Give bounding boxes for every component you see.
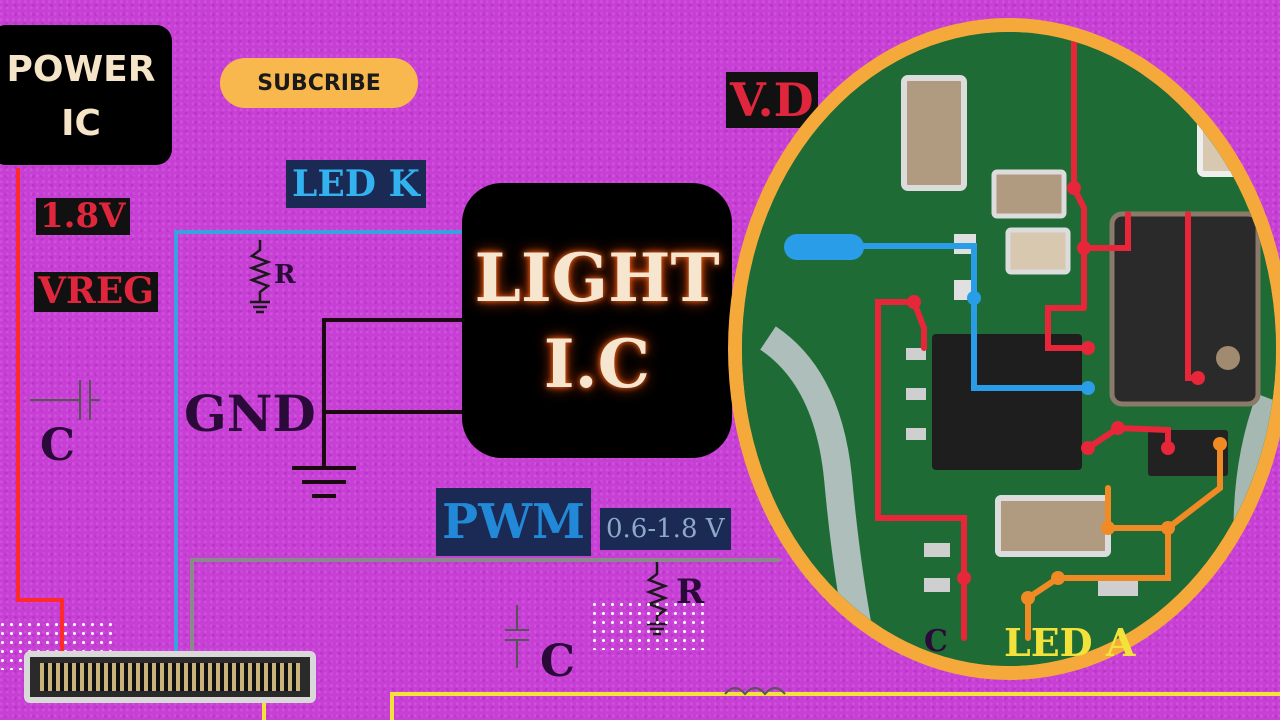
ground-icon (292, 466, 356, 498)
pcb-zoom-svg (742, 32, 1276, 666)
power-ic-line2: IC (61, 103, 101, 144)
red-wire (16, 168, 64, 655)
pwm-range-label: 0.6-1.8 V (600, 508, 731, 550)
light-ic-line2: I.C (543, 325, 651, 403)
capacitor-label-partial: C (924, 624, 948, 659)
resistor-label-bottom: R (676, 572, 705, 612)
dot-pattern-mid (590, 600, 710, 650)
power-ic-box: POWER IC (0, 25, 172, 165)
capacitor-label-bottom: C (540, 636, 576, 687)
capacitor-icon-bottom (505, 605, 529, 668)
gnd-wire (322, 318, 462, 470)
power-ic-line1: POWER (6, 49, 156, 90)
pwm-wire (190, 558, 780, 655)
light-ic-line1: LIGHT (474, 239, 720, 317)
led-k-label: LED K (286, 160, 426, 208)
gnd-label: GND (184, 384, 316, 443)
blue-wire (174, 230, 462, 655)
capacitor-label-left: C (40, 420, 76, 471)
capacitor-icon (30, 380, 100, 420)
resistor-icon (248, 240, 272, 314)
voltage-label: 1.8V (36, 197, 130, 236)
pcb-zoom-circle (728, 18, 1280, 680)
connector-pins (40, 663, 300, 691)
pwm-label: PWM (436, 488, 592, 556)
resistor-label-top: R (274, 260, 296, 290)
vreg-label: VREG (34, 271, 159, 312)
yellow-wire (262, 690, 1280, 720)
led-a-label-partial: LED A (1004, 620, 1136, 665)
subscribe-button[interactable]: SUBCRIBE (220, 58, 418, 108)
light-ic-box: LIGHT I.C (462, 183, 732, 458)
inductor-icon (724, 687, 786, 696)
flex-connector (24, 651, 316, 703)
